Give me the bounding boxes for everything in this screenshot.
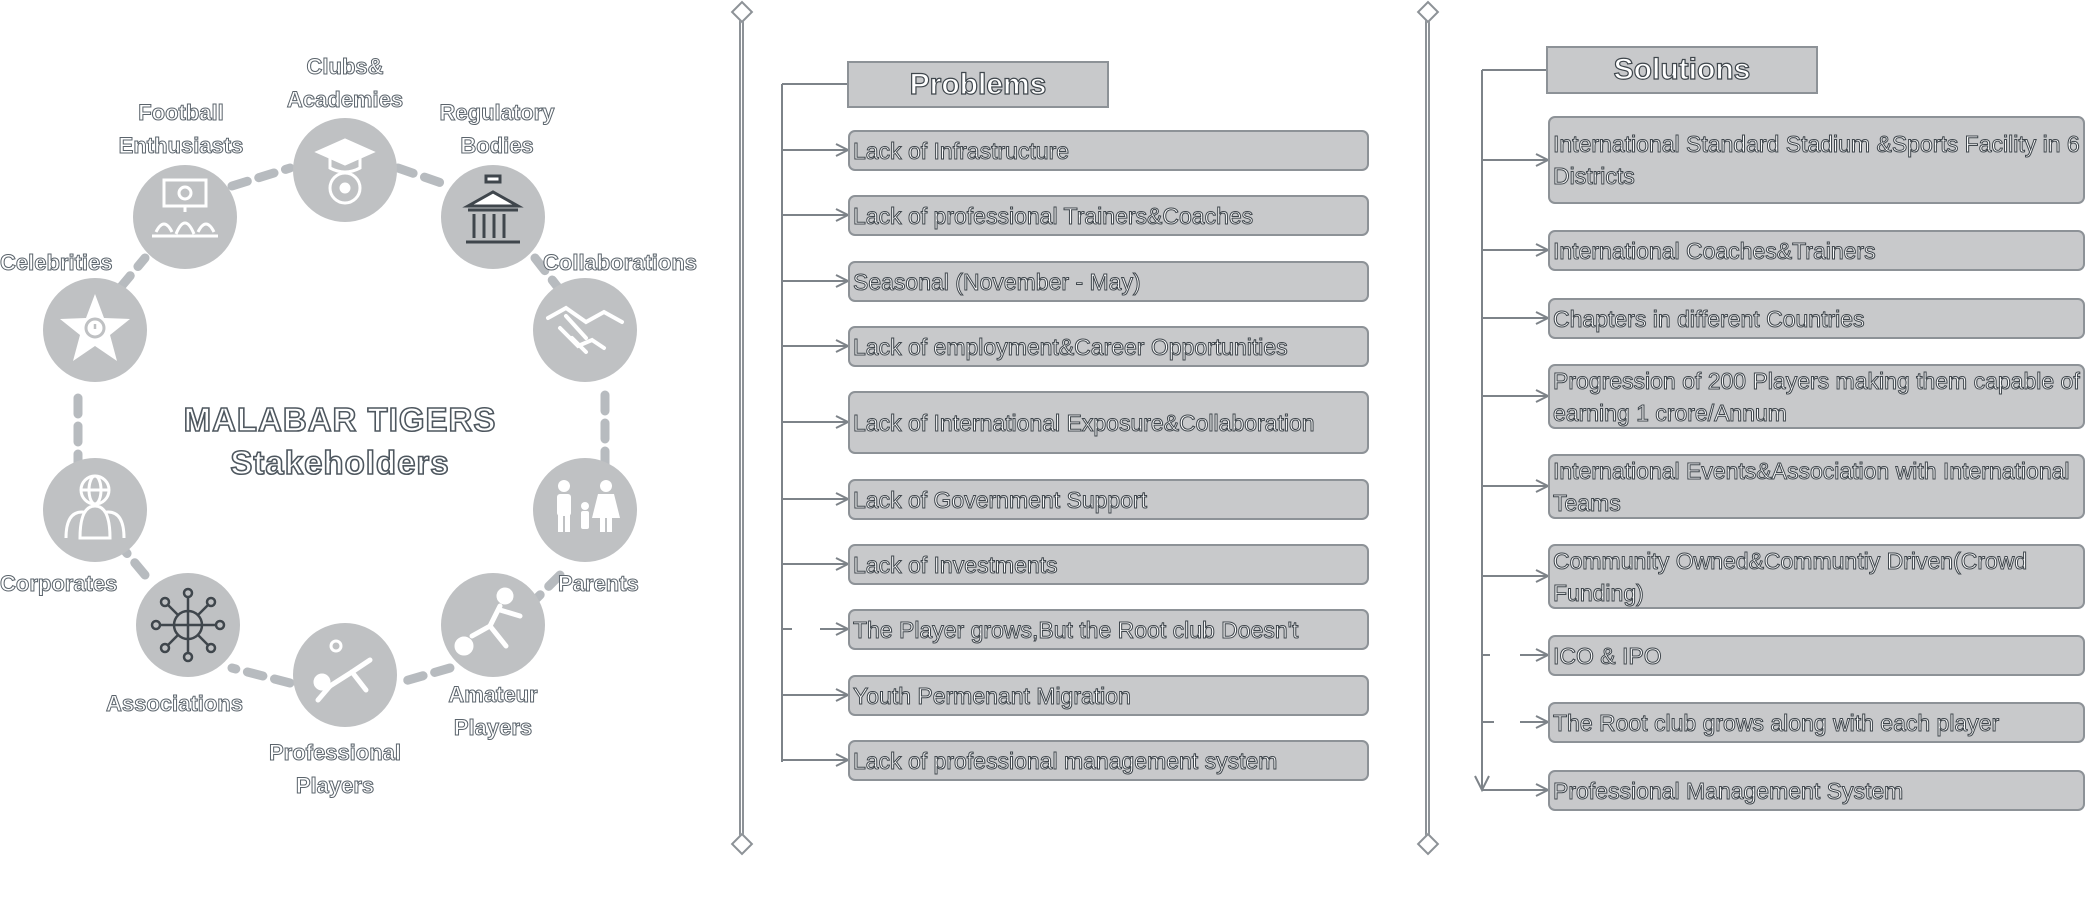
- problems-header: Problems: [847, 61, 1109, 108]
- divider-cap-left-bottom: [730, 832, 754, 856]
- label-football-enthusiasts: Football Enthusiasts: [118, 100, 244, 159]
- circle-parents: [533, 458, 637, 562]
- problem-item: Lack of Investments: [848, 544, 1369, 585]
- solution-item: International Events&Association with In…: [1548, 454, 2085, 519]
- solution-item: Progression of 200 Players making them c…: [1548, 364, 2085, 429]
- solution-item: Community Owned&Communtiy Driven(Crowd F…: [1548, 544, 2085, 609]
- solution-item: ICO & IPO: [1548, 635, 2085, 676]
- circle-professional: [293, 623, 397, 727]
- network-globe-icon: [150, 587, 226, 663]
- problem-item: Lack of International Exposure&Collabora…: [848, 391, 1369, 454]
- circle-amateur: [441, 573, 545, 677]
- handshake-icon: [546, 305, 624, 354]
- bicycle-kick-player-icon: [313, 639, 373, 703]
- solution-item: Professional Management System: [1548, 770, 2085, 811]
- label-professional: Professional Players: [268, 740, 402, 799]
- circle-football-enthusiasts: [133, 165, 237, 269]
- kicking-player-icon: [454, 587, 523, 656]
- center-title-line1: MALABAR TIGERS: [183, 400, 497, 439]
- problem-item: Seasonal (November - May): [848, 261, 1369, 302]
- label-celebrities: Celebrities: [0, 250, 113, 276]
- stakeholder-ring-diagram: [43, 118, 637, 727]
- divider-line-left: [739, 16, 744, 842]
- solutions-header: Solutions: [1546, 46, 1818, 94]
- label-collaborations: Collaborations: [542, 250, 698, 276]
- circle-regulatory: [441, 165, 545, 269]
- circle-collaborations: [533, 278, 637, 382]
- divider-cap-left-top: [730, 0, 754, 24]
- graduation-cap-soccer-icon: [314, 138, 376, 205]
- solution-item: International Standard Stadium &Sports F…: [1548, 116, 2085, 204]
- divider-cap-right-bottom: [1416, 832, 1440, 856]
- solution-item: The Root club grows along with each play…: [1548, 702, 2085, 743]
- divider-line-right: [1425, 16, 1430, 842]
- government-building-icon: [462, 174, 524, 244]
- divider-cap-right-top: [1416, 0, 1440, 24]
- problem-item: Lack of professional Trainers&Coaches: [848, 195, 1369, 236]
- circle-associations: [136, 573, 240, 677]
- ring-connectors: [73, 163, 610, 688]
- label-corporates: Corporates: [0, 571, 118, 597]
- problem-item: Lack of Infrastructure: [848, 130, 1369, 171]
- problem-item: Lack of Government Support: [848, 479, 1369, 520]
- screen-fans-icon: [152, 178, 218, 238]
- family-icon: [557, 480, 620, 532]
- solution-item: International Coaches&Trainers: [1548, 230, 2085, 271]
- solution-item: Chapters in different Countries: [1548, 298, 2085, 339]
- circle-celebrities: [43, 278, 147, 382]
- label-parents: Parents: [558, 571, 640, 597]
- circle-corporates: [43, 458, 147, 562]
- problem-item: The Player grows,But the Root club Doesn…: [848, 609, 1369, 650]
- problem-item: Lack of employment&Career Opportunities: [848, 326, 1369, 367]
- label-clubs: Clubs& Academies: [286, 54, 404, 113]
- problem-item: Youth Permenant Migration: [848, 675, 1369, 716]
- globe-people-icon: [64, 474, 126, 540]
- circle-clubs: [293, 118, 397, 222]
- problem-item: Lack of professional management system: [848, 740, 1369, 781]
- label-regulatory: Regulatory Bodies: [439, 100, 555, 159]
- center-title-line2: Stakeholders: [230, 443, 450, 482]
- label-amateur: Amateur Players: [448, 682, 538, 741]
- label-associations: Associations: [106, 691, 244, 717]
- star-medal-icon: [60, 294, 130, 361]
